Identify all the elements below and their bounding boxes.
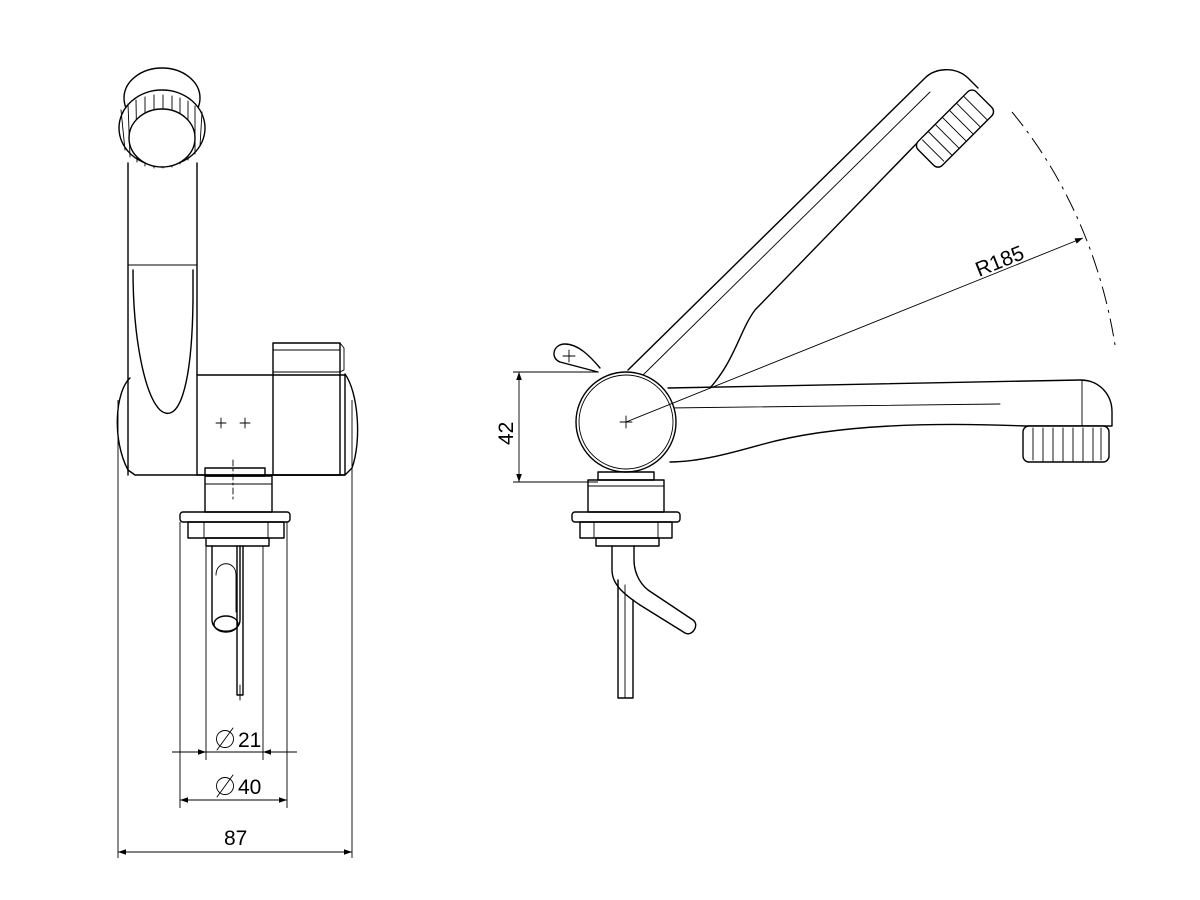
front-spout-column xyxy=(127,162,198,476)
diameter-symbol-21 xyxy=(216,727,234,751)
front-dimensions xyxy=(117,400,353,858)
side-supply-hose xyxy=(617,579,634,699)
front-spout-oval xyxy=(132,269,194,415)
front-nut xyxy=(187,521,285,539)
dim-label-87: 87 xyxy=(224,827,247,850)
front-lever-hub xyxy=(272,342,341,476)
side-view xyxy=(553,69,1113,699)
front-screw-marks xyxy=(215,417,251,429)
front-aerator-face xyxy=(128,108,196,168)
side-aerator-horizontal xyxy=(1022,425,1110,463)
front-flange xyxy=(179,511,291,523)
dim-line-r185 xyxy=(625,237,1084,423)
dim-label-d21: 21 xyxy=(238,729,261,752)
side-angled-tail xyxy=(611,545,697,635)
swing-arc xyxy=(1011,111,1116,346)
front-mixer-block xyxy=(196,374,346,476)
dim-label-d40: 40 xyxy=(238,776,261,799)
side-dimensions xyxy=(513,111,1116,483)
dim-label-42: 42 xyxy=(495,422,518,445)
side-aerator-raised xyxy=(915,89,995,168)
side-horizontal-spout xyxy=(667,379,1113,463)
side-lever xyxy=(553,343,601,373)
front-shank-top xyxy=(204,475,273,513)
dim-label-r185: R185 xyxy=(972,242,1027,282)
side-shank xyxy=(597,471,655,481)
front-body-base xyxy=(116,373,359,476)
diameter-symbol-40 xyxy=(216,774,234,798)
side-raised-spout xyxy=(627,69,979,371)
front-view xyxy=(116,67,359,701)
side-flange xyxy=(571,511,681,523)
front-tail-pipe xyxy=(211,545,241,632)
